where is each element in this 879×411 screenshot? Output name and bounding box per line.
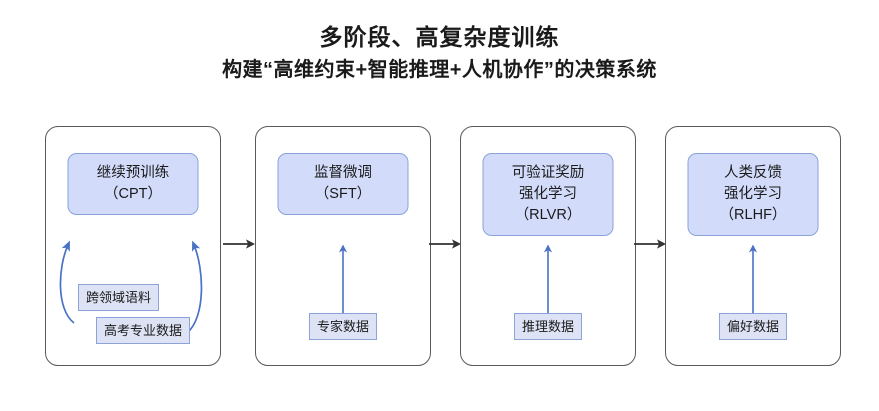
stage-card-line: 监督微调	[314, 165, 372, 181]
training-pipeline-diagram: 继续预训练 （CPT） 跨领域语料 高考专业数据 监督微调 （SF	[0, 126, 879, 368]
page-subtitle: 构建“高维约束+智能推理+人机协作”的决策系统	[222, 59, 657, 81]
up-arrow-icon	[338, 243, 349, 313]
data-chip[interactable]: 高考专业数据	[96, 317, 191, 344]
data-chip[interactable]: 跨领域语料	[78, 284, 160, 311]
page-title: 多阶段、高复杂度训练	[319, 24, 560, 50]
up-arrow-icon	[543, 243, 554, 313]
curved-arrow-left-icon	[59, 240, 75, 324]
connector-arrow-1-icon	[223, 234, 257, 254]
stage-card-rlhf[interactable]: 人类反馈 强化学习 （RLHF）	[687, 153, 819, 236]
stage-card-line: 强化学习	[724, 186, 782, 202]
stage-card-line: （CPT）	[104, 186, 162, 202]
stage-card-cpt[interactable]: 继续预训练 （CPT）	[67, 153, 199, 215]
stage-card-sft[interactable]: 监督微调 （SFT）	[277, 153, 409, 215]
data-chip[interactable]: 专家数据	[308, 313, 378, 340]
stage-card-line: 继续预训练	[96, 165, 170, 181]
connector-arrow-2-icon	[429, 234, 463, 254]
stage-panel-sft[interactable]: 监督微调 （SFT） 专家数据	[255, 126, 431, 366]
stage-panel-rlvr[interactable]: 可验证奖励 强化学习 （RLVR） 推理数据	[460, 126, 636, 366]
up-arrow-icon	[748, 243, 759, 313]
stage-card-line: 人类反馈	[724, 165, 782, 181]
stage-panel-rlhf[interactable]: 人类反馈 强化学习 （RLHF） 偏好数据	[665, 126, 841, 366]
stage-panel-cpt[interactable]: 继续预训练 （CPT） 跨领域语料 高考专业数据	[45, 126, 221, 366]
connector-arrow-3-icon	[634, 234, 668, 254]
stage-card-line: 可验证奖励	[511, 165, 585, 181]
data-chip[interactable]: 偏好数据	[718, 313, 788, 340]
data-chip[interactable]: 推理数据	[513, 313, 583, 340]
stage-card-rlvr[interactable]: 可验证奖励 强化学习 （RLVR）	[482, 153, 614, 236]
stage-card-line: （RLHF）	[719, 207, 787, 223]
stage-card-line: （RLVR）	[514, 207, 582, 223]
stage-card-line: （SFT）	[314, 186, 372, 202]
title-block: 多阶段、高复杂度训练 构建“高维约束+智能推理+人机协作”的决策系统	[0, 22, 879, 84]
stage-card-line: 强化学习	[519, 186, 577, 202]
